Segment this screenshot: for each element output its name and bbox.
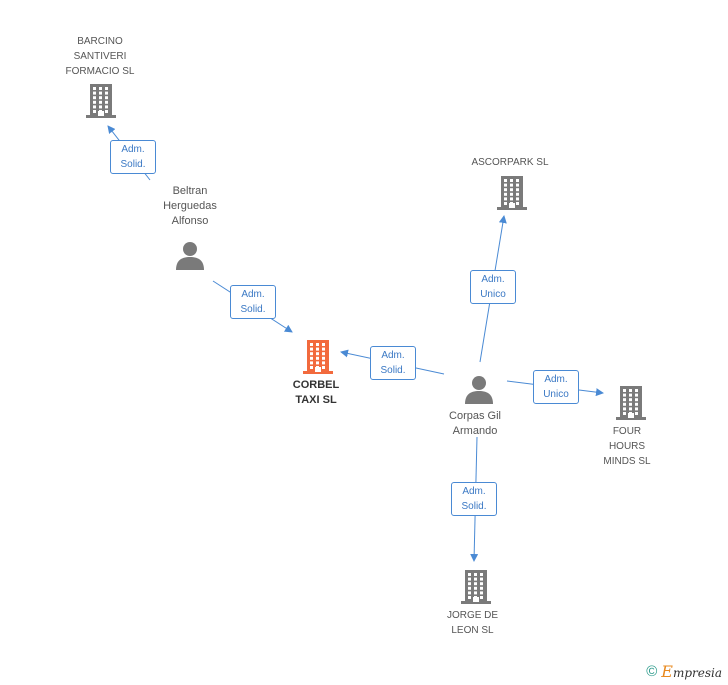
copyright-icon: © — [646, 663, 658, 680]
footer-brand: © Empresia — [646, 662, 722, 681]
node-label-fourhours[interactable]: FOUR HOURS MINDS SL — [603, 426, 651, 467]
person-icon[interactable] — [175, 240, 205, 275]
building-icon[interactable] — [497, 176, 527, 215]
node-label-jorge[interactable]: JORGE DE LEON SL — [446, 610, 499, 636]
brand-logo: Empresia — [661, 662, 722, 681]
node-label-beltran[interactable]: Beltran Herguedas Alfonso — [163, 185, 217, 227]
building-icon[interactable] — [303, 340, 333, 379]
edge-label[interactable]: Adm. Solid. — [451, 482, 497, 516]
edge-label[interactable]: Adm. Solid. — [370, 346, 416, 380]
person-icon[interactable] — [464, 374, 494, 409]
building-icon[interactable] — [461, 570, 491, 609]
node-label-corpas[interactable]: Corpas Gil Armando — [449, 410, 501, 437]
building-icon[interactable] — [86, 84, 116, 123]
edge-label[interactable]: Adm. Solid. — [230, 285, 276, 319]
building-icon[interactable] — [616, 386, 646, 425]
edge-label[interactable]: Adm. Unico — [470, 270, 516, 304]
edge-label[interactable]: Adm. Unico — [533, 370, 579, 404]
node-label-corbel[interactable]: CORBEL TAXI SL — [292, 379, 340, 406]
node-label-ascorpark[interactable]: ASCORPARK SL — [471, 157, 549, 168]
edge-label[interactable]: Adm. Solid. — [110, 140, 156, 174]
node-label-barcino[interactable]: BARCINO SANTIVERI FORMACIO SL — [65, 36, 135, 77]
